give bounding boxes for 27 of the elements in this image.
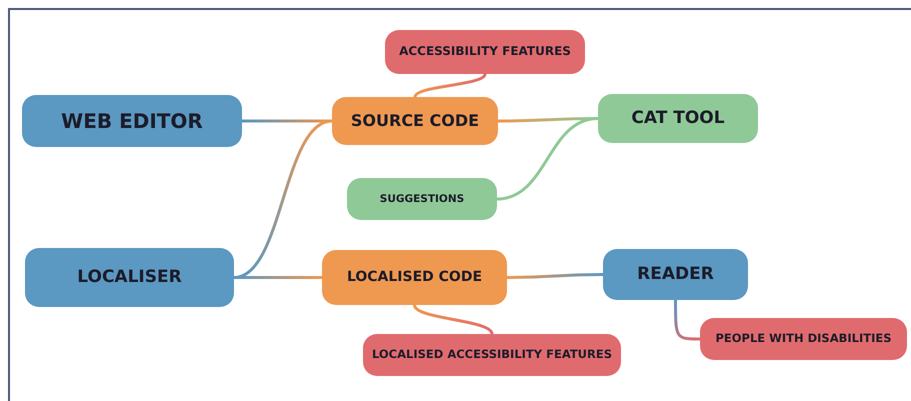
node-label: SOURCE CODE: [350, 112, 480, 130]
node-label: LOCALISER: [77, 268, 182, 288]
node-label: SUGGESTIONS: [380, 192, 464, 206]
node-label: LOCALISED CODE: [346, 269, 482, 286]
connector-line: [506, 273, 604, 279]
topic-box: [22, 95, 242, 147]
topic-box: [322, 250, 507, 305]
subtopic-box: [385, 30, 585, 74]
topic-box: [25, 248, 234, 307]
node-label: PEOPLE WITH DISABILITIES: [715, 332, 892, 346]
topic-box: [332, 97, 498, 145]
node-label: LOCALISED ACCESSIBILITY FEATURES: [372, 348, 612, 362]
connector-line: [414, 73, 486, 98]
connector-line: [234, 276, 322, 279]
connector-line: [496, 117, 598, 200]
connector-line: [242, 120, 332, 122]
node-label: WEB EDITOR: [61, 110, 203, 132]
subtopic-box: [363, 334, 621, 376]
topic-box: [603, 249, 748, 300]
node-label: ACCESSIBILITY FEATURES: [399, 45, 571, 59]
connector-line: [413, 304, 494, 335]
node-label: READER: [637, 264, 714, 284]
subtopic-box: [700, 318, 907, 360]
topic-box: [598, 94, 758, 143]
subtopic-box: [347, 178, 497, 220]
connector-line: [674, 300, 700, 340]
node-label: CAT TOOL: [631, 108, 725, 128]
